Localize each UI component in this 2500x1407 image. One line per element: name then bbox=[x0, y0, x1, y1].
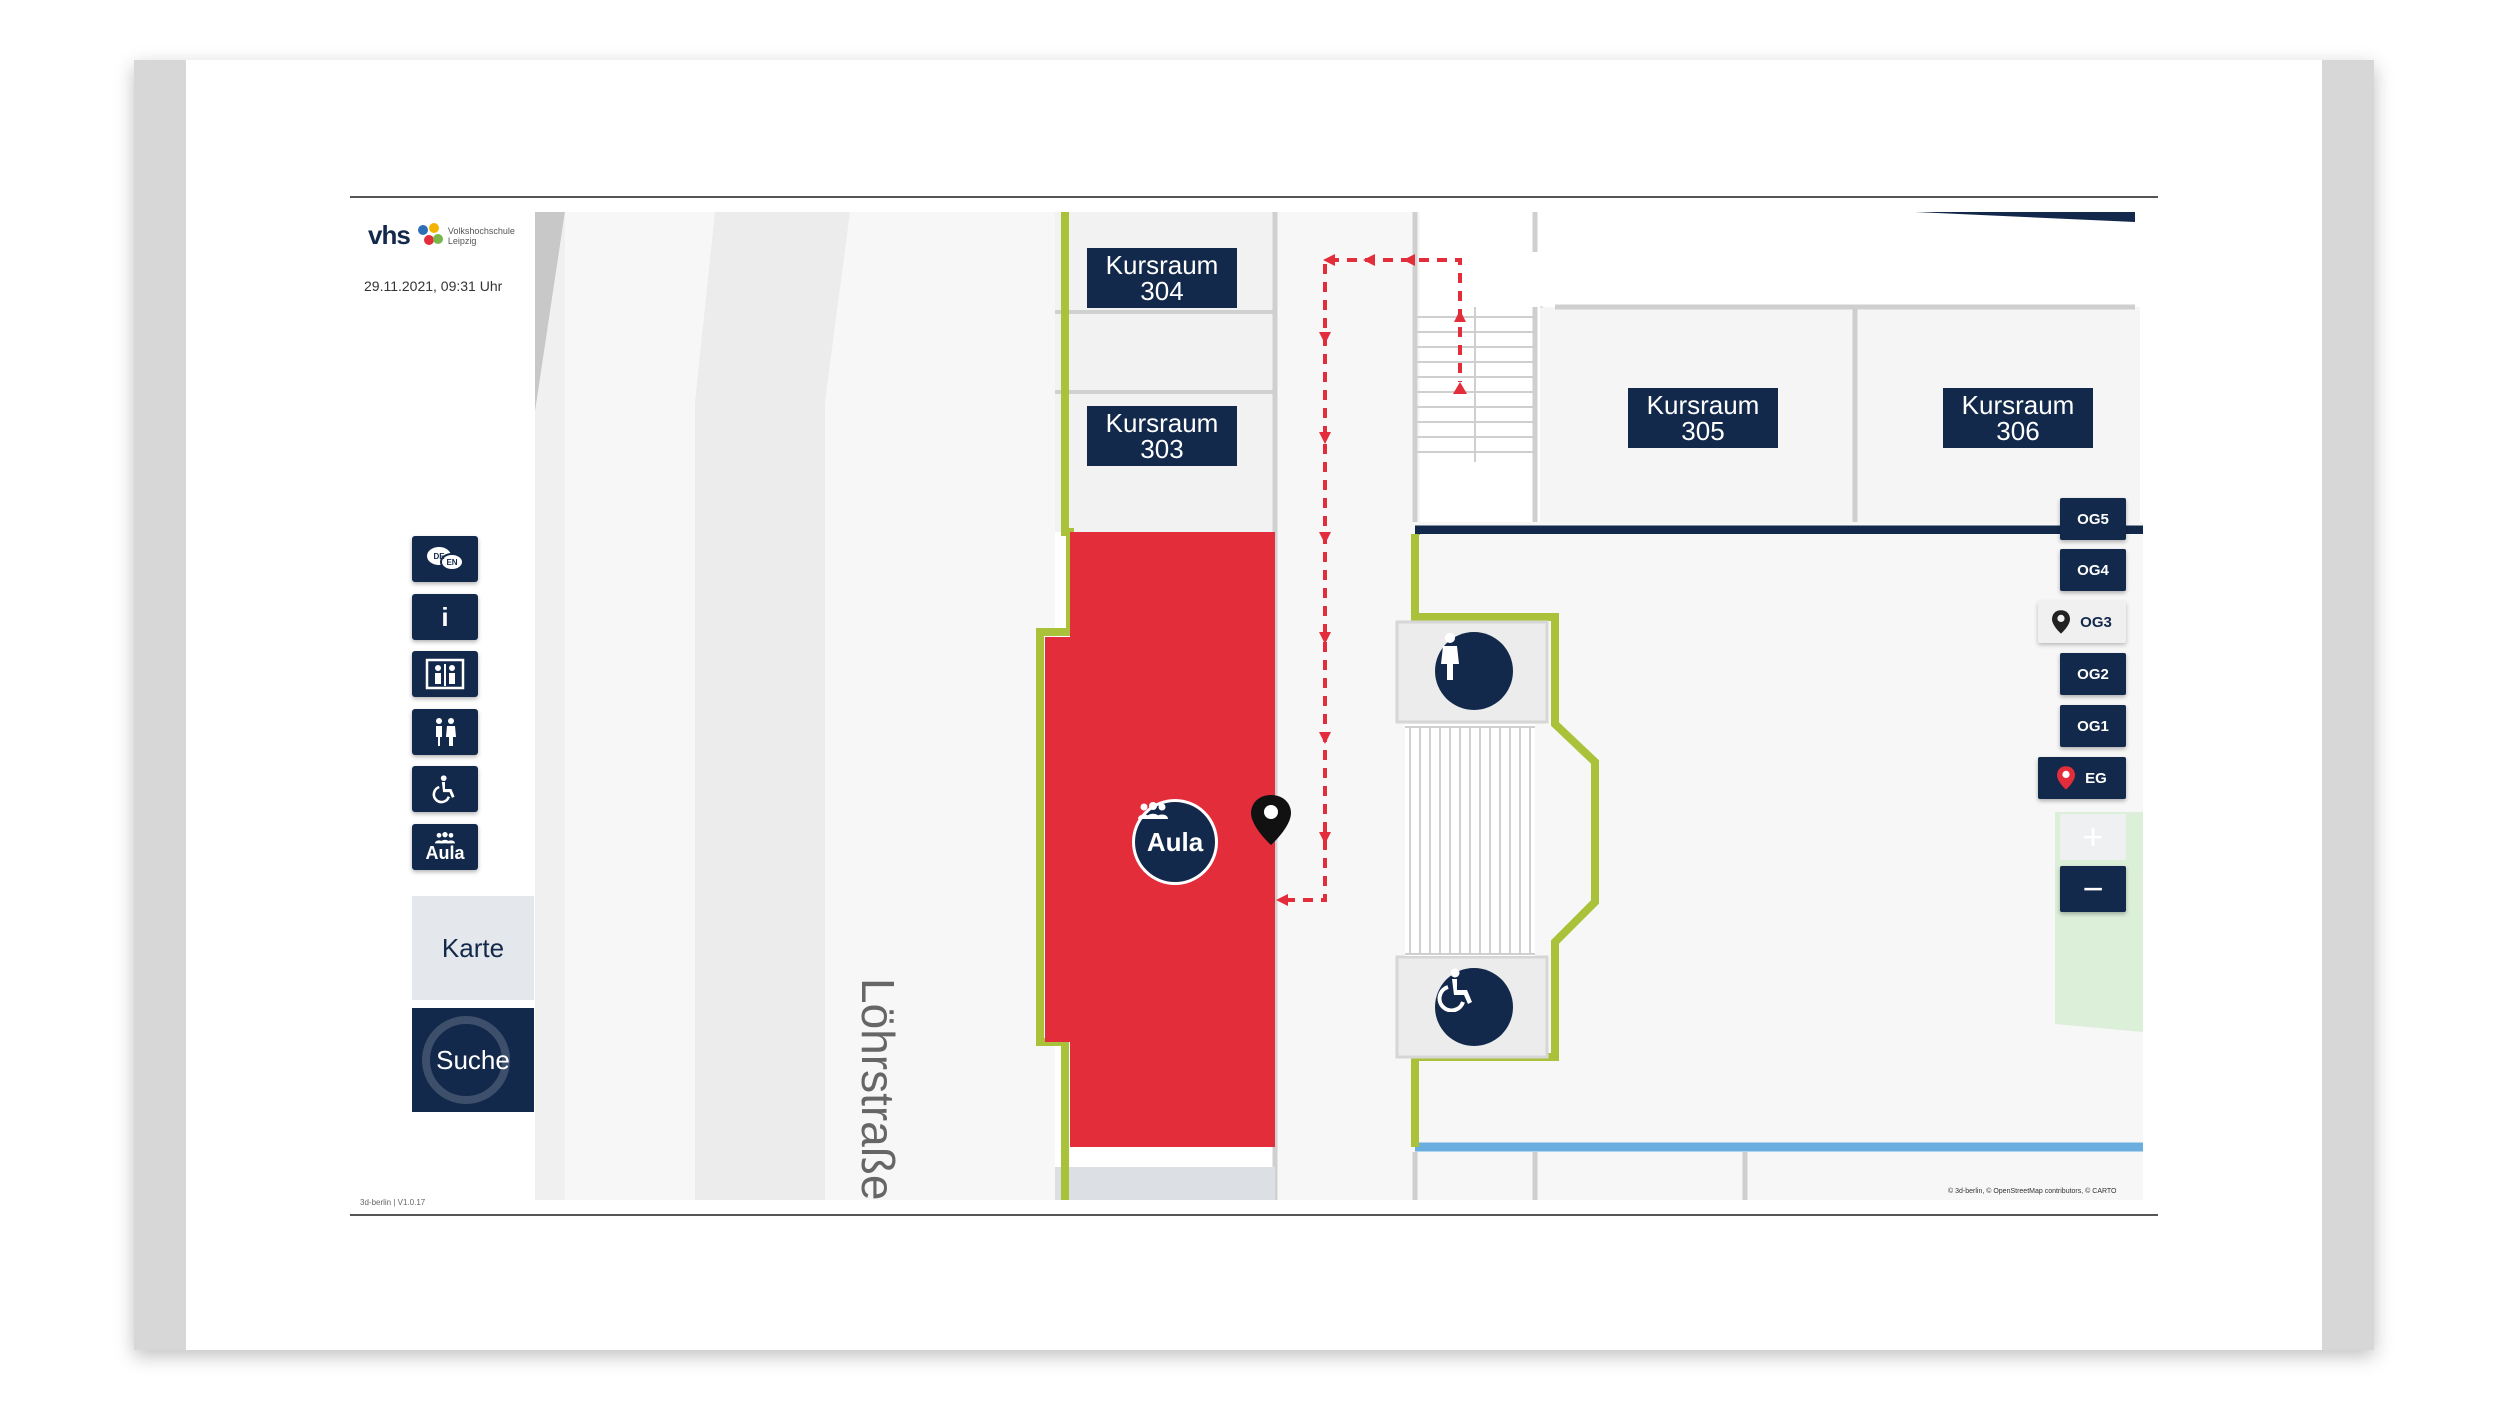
current-datetime: 29.11.2021, 09:31 Uhr bbox=[364, 278, 503, 294]
zoom-out-button[interactable]: − bbox=[2060, 866, 2126, 912]
room-label-306[interactable]: Kursraum 306 bbox=[1943, 388, 2093, 448]
version-label: 3d-berlin | V1.0.17 bbox=[360, 1198, 426, 1207]
restroom-women-poi[interactable] bbox=[1435, 632, 1513, 710]
elevator-icon bbox=[425, 658, 465, 690]
svg-text:DE: DE bbox=[433, 552, 445, 561]
wheelchair-icon bbox=[1437, 968, 1472, 1012]
info-button[interactable]: i bbox=[412, 594, 478, 640]
suche-button[interactable]: Suche bbox=[412, 1008, 534, 1112]
elevator-button[interactable] bbox=[412, 651, 478, 697]
map-canvas bbox=[535, 212, 2143, 1200]
plus-icon: + bbox=[2082, 816, 2104, 857]
restroom-icon bbox=[436, 718, 456, 746]
karte-button[interactable]: Karte bbox=[412, 896, 534, 1000]
floor-map[interactable]: Kursraum 304 Kursraum 303 Kursraum 305 K… bbox=[535, 212, 2143, 1200]
aula-poi-label: Aula bbox=[1146, 827, 1204, 857]
restroom-button[interactable] bbox=[412, 709, 478, 755]
map-attribution: © 3d-berlin, © OpenStreetMap contributor… bbox=[1948, 1188, 2117, 1195]
room-label-304[interactable]: Kursraum 304 bbox=[1087, 248, 1237, 308]
floor-button-eg[interactable]: EG bbox=[2038, 757, 2126, 799]
floor-button-og4[interactable]: OG4 bbox=[2060, 549, 2126, 591]
minus-icon: − bbox=[2082, 868, 2104, 909]
logo-dots-icon bbox=[416, 222, 443, 249]
info-icon: i bbox=[441, 601, 449, 632]
street-name-label: Löhrstraße bbox=[852, 978, 904, 1200]
floor-button-og5[interactable]: OG5 bbox=[2060, 498, 2126, 540]
vhs-logo: vhs Volkshochschule Leipzig bbox=[368, 220, 515, 251]
kiosk-display: vhs Volkshochschule Leipzig 29.11.2021, … bbox=[350, 196, 2158, 1216]
aula-button-label: Aula bbox=[425, 843, 465, 863]
svg-text:EN: EN bbox=[446, 558, 457, 567]
zoom-in-button[interactable]: + bbox=[2060, 814, 2126, 860]
room-label-303[interactable]: Kursraum 303 bbox=[1087, 406, 1237, 466]
wheelchair-poi[interactable] bbox=[1435, 968, 1513, 1046]
woman-icon bbox=[1441, 633, 1459, 680]
group-icon bbox=[1138, 802, 1168, 819]
floor-button-og2[interactable]: OG2 bbox=[2060, 653, 2126, 695]
search-icon bbox=[422, 1016, 510, 1104]
group-icon bbox=[435, 832, 455, 844]
logo-line-2: Leipzig bbox=[447, 235, 477, 246]
language-de-en-icon: DE EN bbox=[427, 547, 464, 571]
destination-pin-icon bbox=[2057, 766, 2076, 790]
wheelchair-icon bbox=[432, 775, 455, 804]
logo-line-1: Volkshochschule bbox=[447, 225, 515, 236]
you-are-here-pin bbox=[1251, 795, 1291, 845]
room-label-305[interactable]: Kursraum 305 bbox=[1628, 388, 1778, 448]
language-button[interactable]: DE EN bbox=[412, 536, 478, 582]
logo-brand: vhs bbox=[368, 220, 411, 250]
aula-button[interactable]: Aula bbox=[412, 824, 478, 870]
accessible-button[interactable] bbox=[412, 766, 478, 812]
aula-poi[interactable]: Aula bbox=[1132, 799, 1218, 885]
floor-button-og3[interactable]: OG3 bbox=[2038, 601, 2126, 643]
location-pin-icon bbox=[2052, 610, 2071, 634]
floor-button-og1[interactable]: OG1 bbox=[2060, 705, 2126, 747]
